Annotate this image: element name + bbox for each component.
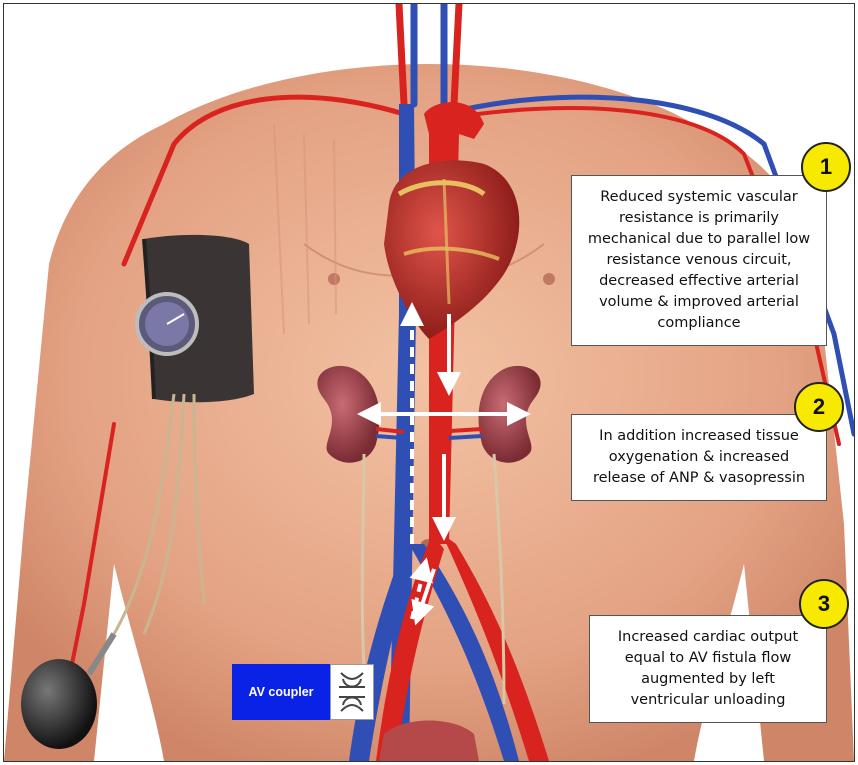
diagram-frame: Reduced systemic vascular resistance is … [3, 3, 855, 762]
av-coupler-device-icon [330, 664, 374, 720]
note-3-box: Increased cardiac output equal to AV fis… [589, 615, 827, 723]
note-1-box: Reduced systemic vascular resistance is … [571, 175, 827, 346]
note-3-text: Increased cardiac output equal to AV fis… [600, 627, 816, 711]
note-1-text: Reduced systemic vascular resistance is … [582, 187, 816, 334]
note-1-number-badge: 1 [801, 142, 851, 192]
note-3-number-badge: 3 [799, 579, 849, 629]
note-2-text: In addition increased tissue oxygenation… [582, 426, 816, 489]
note-2-number-badge: 2 [794, 382, 844, 432]
note-2-box: In addition increased tissue oxygenation… [571, 414, 827, 501]
av-coupler-label: AV coupler [232, 664, 330, 720]
